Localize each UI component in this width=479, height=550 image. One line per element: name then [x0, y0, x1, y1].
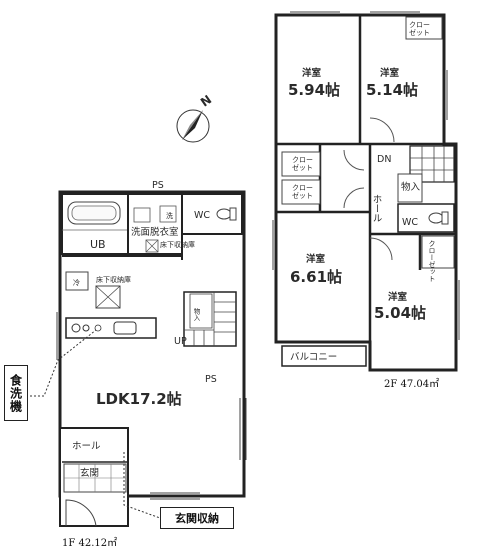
- wc-box-2f: [397, 203, 455, 233]
- wash-machine-mark: 洗: [166, 211, 173, 220]
- ldk-label: LDK17.2帖: [96, 390, 182, 408]
- closet-top-box: [405, 16, 443, 40]
- first-floor: LDK17.2帖 UB WC 洗面脱衣室 洗 床下収納庫 床下収納庫 冷 ホール…: [22, 180, 247, 527]
- room-se-size: 5.04帖: [374, 304, 426, 322]
- toilet-icon: [216, 208, 232, 220]
- hall-label-2f: ホール: [371, 194, 383, 223]
- room-ne-size: 5.14帖: [366, 81, 418, 99]
- wc-label-1f: WC: [194, 210, 210, 221]
- first-floor-area: 1F 42.12㎡: [62, 538, 118, 549]
- toilet-icon-2f: [428, 212, 444, 224]
- ps-top-label: PS: [152, 180, 164, 191]
- balcony-label: バルコニー: [290, 352, 337, 363]
- second-floor: 洋室 5.94帖 洋室 5.14帖 洋室 6.61帖 洋室 5.04帖 クローゼ…: [272, 11, 460, 372]
- closet-mid-2-box: [281, 179, 321, 205]
- room-nw-size: 5.94帖: [288, 81, 340, 99]
- washroom-label: 洗面脱衣室: [131, 226, 179, 238]
- second-floor-area: 2F 47.04㎡: [384, 379, 440, 390]
- compass-north: N: [198, 92, 214, 109]
- closet-mid-2-label: クローゼット: [292, 184, 313, 200]
- closet-top-label: クローゼット: [409, 21, 430, 37]
- wc-box: [181, 193, 243, 235]
- underfloor-storage-1-label: 床下収納庫: [160, 240, 195, 249]
- ps-mid-label: PS: [205, 374, 217, 385]
- compass: N: [176, 92, 214, 143]
- entrance-label: 玄関: [80, 467, 99, 479]
- stove-icon: [71, 323, 81, 333]
- second-floor-outline: [274, 13, 458, 372]
- sink-icon: [113, 321, 137, 335]
- storage-label-1f: 物入: [192, 307, 200, 322]
- balcony-box: [281, 345, 367, 367]
- room-nw-name: 洋室: [302, 67, 322, 79]
- room-sw-name: 洋室: [306, 253, 326, 265]
- dishwasher-callout: 食洗機: [4, 365, 28, 421]
- entrance-door-icon: [65, 499, 97, 527]
- storage-box-2f: [397, 173, 423, 203]
- fridge-box: [65, 271, 89, 291]
- dn-label: DN: [377, 154, 391, 165]
- hall-label-1f: ホール: [72, 441, 101, 452]
- storage-box-1f: [189, 293, 213, 329]
- underfloor-storage-2-label: 床下収納庫: [96, 275, 131, 284]
- storage-label-2f: 物入: [401, 181, 421, 193]
- room-sw-size: 6.61帖: [290, 268, 342, 286]
- closet-right-label: クローゼット: [428, 240, 436, 282]
- closet-mid-1-box: [281, 151, 321, 177]
- ub-label: UB: [90, 238, 106, 251]
- room-se-name: 洋室: [388, 291, 408, 303]
- fridge-label: 冷: [73, 278, 80, 287]
- closet-right-box: [421, 235, 455, 269]
- wc-label-2f: WC: [402, 217, 418, 228]
- closet-mid-1-label: クローゼット: [292, 156, 313, 172]
- entrance-storage-callout: 玄関収納: [160, 507, 234, 529]
- up-label: UP: [174, 336, 187, 347]
- room-ne-name: 洋室: [380, 67, 400, 79]
